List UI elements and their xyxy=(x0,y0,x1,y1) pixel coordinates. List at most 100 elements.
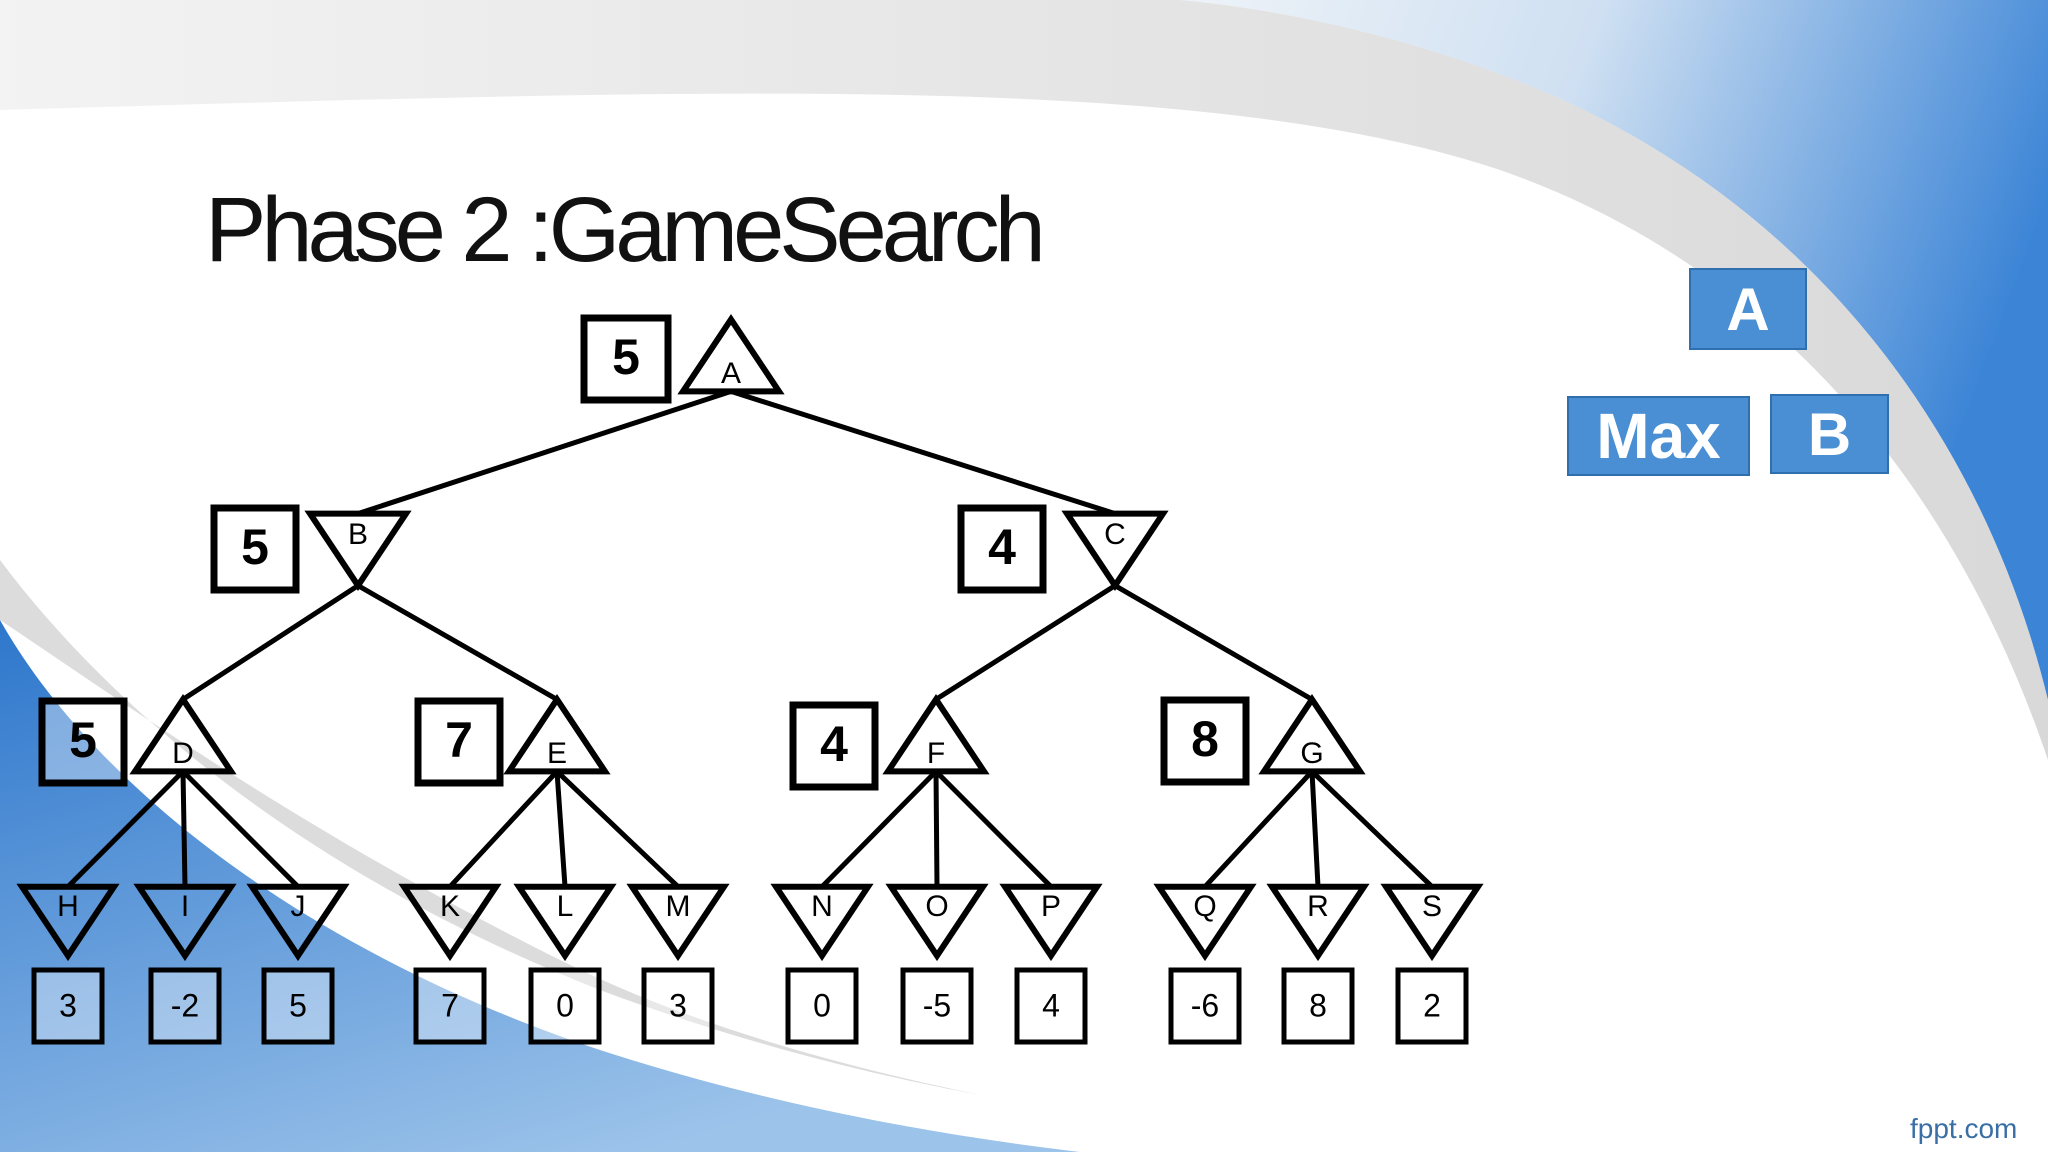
edge-B-E xyxy=(355,583,560,702)
node-label-S: S xyxy=(1422,890,1442,923)
node-label-H: H xyxy=(57,890,79,923)
min-triangle-I xyxy=(133,883,237,962)
value-box-J xyxy=(261,967,335,1045)
min-triangle-M xyxy=(626,883,730,962)
node-label-F: F xyxy=(927,737,945,770)
edge-D-J xyxy=(180,768,301,890)
edge-D-H xyxy=(65,768,186,890)
min-triangle-L xyxy=(513,883,617,962)
edge-A-C xyxy=(728,388,1118,517)
node-label-Q: Q xyxy=(1193,890,1216,923)
node-value-N: 0 xyxy=(813,987,831,1023)
value-box-D xyxy=(38,697,128,787)
edge-C-G xyxy=(1112,583,1315,702)
min-triangle-B xyxy=(304,510,412,592)
node-label-J: J xyxy=(291,890,306,923)
max-triangle-D xyxy=(129,693,237,775)
legend-box-max: Max xyxy=(1567,396,1750,476)
max-triangle-G xyxy=(1258,693,1366,775)
min-triangle-K xyxy=(398,883,502,962)
edge-E-L xyxy=(554,768,568,890)
value-box-O xyxy=(900,967,974,1045)
node-S: S2 xyxy=(1380,883,1484,1045)
node-value-Q: -6 xyxy=(1191,987,1219,1023)
node-label-M: M xyxy=(666,890,691,923)
value-box-P xyxy=(1014,967,1088,1045)
node-label-B: B xyxy=(348,518,368,551)
node-value-G: 8 xyxy=(1191,711,1219,767)
value-box-G xyxy=(1160,696,1250,786)
node-value-S: 2 xyxy=(1423,987,1441,1023)
node-K: K7 xyxy=(398,883,502,1045)
value-box-A xyxy=(580,314,672,404)
node-value-E: 7 xyxy=(445,712,473,768)
min-triangle-Q xyxy=(1153,883,1257,962)
node-F: F4 xyxy=(789,693,990,791)
node-label-R: R xyxy=(1307,890,1329,923)
max-triangle-A xyxy=(677,313,785,395)
edge-A-B xyxy=(355,388,734,517)
edge-G-S xyxy=(1309,768,1435,890)
node-label-C: C xyxy=(1104,518,1126,551)
node-value-H: 3 xyxy=(59,987,77,1023)
node-value-K: 7 xyxy=(441,987,459,1023)
node-value-A: 5 xyxy=(612,329,640,385)
node-Q: Q -6 xyxy=(1153,883,1257,1045)
node-B: B5 xyxy=(210,504,412,594)
node-L: L0 xyxy=(513,883,617,1045)
node-value-L: 0 xyxy=(556,987,574,1023)
node-value-M: 3 xyxy=(669,987,687,1023)
node-O: O -5 xyxy=(885,883,989,1045)
min-triangle-O xyxy=(885,883,989,962)
node-P: P4 xyxy=(999,883,1103,1045)
value-box-R xyxy=(1281,967,1355,1045)
edge-E-M xyxy=(554,768,681,890)
edge-G-R xyxy=(1309,768,1321,890)
node-value-R: 8 xyxy=(1309,987,1327,1023)
edge-D-I xyxy=(180,768,188,890)
node-value-P: 4 xyxy=(1042,987,1060,1023)
node-value-O: -5 xyxy=(923,987,951,1023)
min-triangle-P xyxy=(999,883,1103,962)
tree-edges xyxy=(65,388,1435,890)
legend-box-a: A xyxy=(1689,268,1807,350)
slide-title: Phase 2 :GameSearch xyxy=(205,179,1046,281)
node-value-C: 4 xyxy=(988,519,1016,575)
value-box-K xyxy=(413,967,487,1045)
value-box-N xyxy=(785,967,859,1045)
node-G: G8 xyxy=(1160,693,1366,786)
edge-C-F xyxy=(933,583,1118,702)
node-H: H3 xyxy=(16,883,120,1045)
value-box-L xyxy=(528,967,602,1045)
value-box-I xyxy=(148,967,222,1045)
node-N: N0 xyxy=(770,883,874,1045)
min-triangle-C xyxy=(1061,510,1169,592)
node-value-D: 5 xyxy=(69,712,97,768)
node-label-O: O xyxy=(925,890,948,923)
node-value-F: 4 xyxy=(820,716,848,772)
min-triangle-N xyxy=(770,883,874,962)
max-triangle-F xyxy=(882,693,990,775)
node-value-I: -2 xyxy=(171,987,199,1023)
node-C: C4 xyxy=(957,504,1169,594)
edge-B-D xyxy=(180,583,361,702)
min-triangle-S xyxy=(1380,883,1484,962)
edge-E-K xyxy=(447,768,560,890)
edge-F-P xyxy=(933,768,1054,890)
node-I: I-2 xyxy=(133,883,237,1045)
node-label-K: K xyxy=(440,890,460,923)
value-box-E xyxy=(414,697,504,787)
value-box-S xyxy=(1395,967,1469,1045)
max-triangle-E xyxy=(503,693,611,775)
node-M: M3 xyxy=(626,883,730,1045)
node-label-D: D xyxy=(172,737,194,770)
min-triangle-R xyxy=(1266,883,1370,962)
node-label-P: P xyxy=(1041,890,1061,923)
node-A: A5 xyxy=(580,313,785,404)
node-R: R8 xyxy=(1266,883,1370,1045)
value-box-C xyxy=(957,504,1047,594)
min-triangle-H xyxy=(16,883,120,962)
min-triangle-J xyxy=(246,883,350,962)
